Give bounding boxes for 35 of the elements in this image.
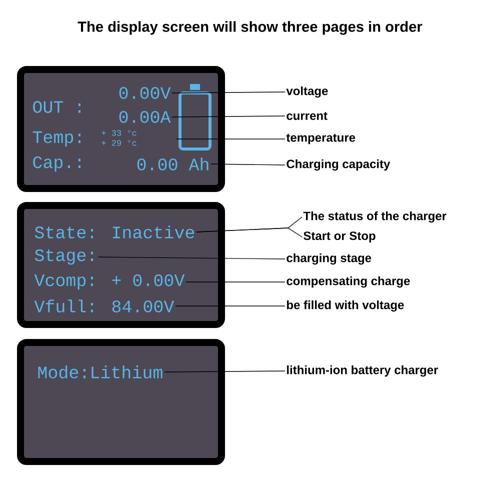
screen-text: 0.00 Ah — [137, 158, 208, 170]
leader-line — [172, 116, 286, 118]
screen-text: Vfull: 84.00V — [34, 300, 174, 312]
screen-text: State: Inactive — [34, 226, 194, 238]
callout-text: current — [286, 112, 328, 120]
callout-text: temperature — [286, 134, 356, 144]
callout-text: compensating charge — [286, 276, 410, 288]
screen-text: 0.00A — [119, 111, 171, 123]
screen-text: OUT : — [33, 101, 80, 113]
screen-text: Cap.: — [33, 156, 80, 172]
display-screen — [17, 202, 225, 328]
screen-text: 0.00V — [119, 87, 171, 99]
title: The display screen will show three pages in order — [78, 21, 422, 35]
callout-text: charging stage — [286, 253, 372, 265]
screen-text: Vcomp: + 0.00V — [34, 274, 185, 290]
leader-line — [98, 256, 286, 260]
display-screen — [17, 66, 225, 192]
callout-text: voltage — [286, 86, 328, 98]
callout-text: The status of the charger — [303, 211, 446, 223]
callout-text: be filled with voltage — [287, 300, 404, 312]
screen-text: Temp: — [32, 131, 80, 147]
leader-line — [176, 138, 286, 140]
screen-text: Stage: — [34, 249, 93, 265]
screen-text: + 29 °c — [102, 140, 136, 146]
callout-text: Start or Stop — [304, 232, 376, 242]
screen-text: + 33 °c — [102, 130, 136, 136]
leader-line — [164, 370, 286, 372]
screen-text: Mode:Lithium — [38, 366, 162, 378]
display-screen — [17, 339, 225, 465]
callout-text: lithium-ion battery charger — [287, 365, 438, 377]
callout-text: Charging capacity — [286, 159, 390, 171]
leader-line — [210, 164, 286, 166]
leader-line — [196, 228, 302, 238]
battery-icon — [178, 84, 212, 150]
leader-line — [172, 92, 286, 94]
